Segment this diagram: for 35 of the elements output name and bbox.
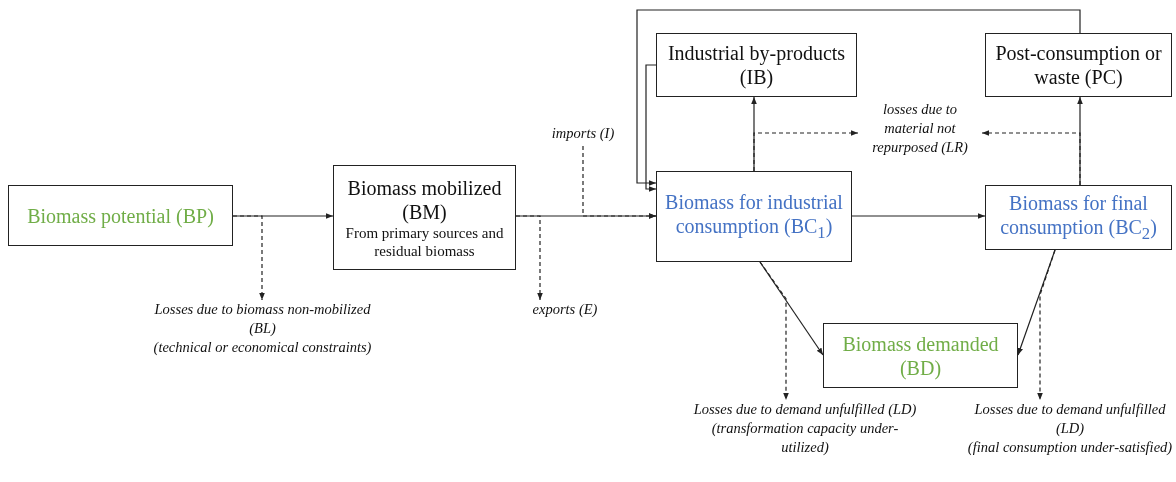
flow-note: exports (E) [532,300,598,319]
box-title: Biomass demanded (BD) [841,331,1000,380]
flow-note: imports (I) [551,124,615,143]
process-box [656,171,852,262]
process-box [985,33,1172,97]
dashed-arrow [1037,249,1056,401]
process-box [823,323,1018,388]
arrow [645,64,657,192]
box-title: Biomass potential (BP) [27,203,214,228]
box-title: Biomass mobilized (BM) [346,175,503,224]
note-detail: (final consumption under-satisfied) [967,437,1173,457]
note-detail: (technical or economical constraints) [153,337,372,357]
loss-note: Losses due to demand unfulfilled (LD) [693,400,917,419]
dashed-arrow [232,215,265,301]
dashed-arrow [582,145,657,219]
arrow [636,9,1081,186]
process-box [333,165,516,270]
note-detail: (transformation capacity under-utilized) [710,418,900,457]
box-title: Post-consumption or waste (PC) [994,41,1163,89]
box-title: Industrial by-products (IB) [666,41,847,89]
loss-note: Losses due to demand unfulfilled (LD) [973,400,1167,438]
dashed-arrow [981,130,1081,186]
process-box [656,33,857,97]
box-title: Biomass for final consumption (BC$_{2}$) [999,191,1158,244]
dashed-arrow [515,215,543,301]
loss-note: Losses due to biomass non-mobilized (BL) [153,300,372,338]
arrow [851,213,986,219]
dashed-arrow [759,261,789,401]
loss-note: losses due to material not repurposed (LR) [871,100,969,157]
dashed-arrow [753,130,859,172]
arrow [1017,249,1056,356]
process-box [985,185,1172,250]
box-description: From primary sources and residual biomass [344,223,505,260]
process-box [8,185,233,246]
box-title: Biomass for industrial consumption (BC$_{1}$) [664,190,844,243]
